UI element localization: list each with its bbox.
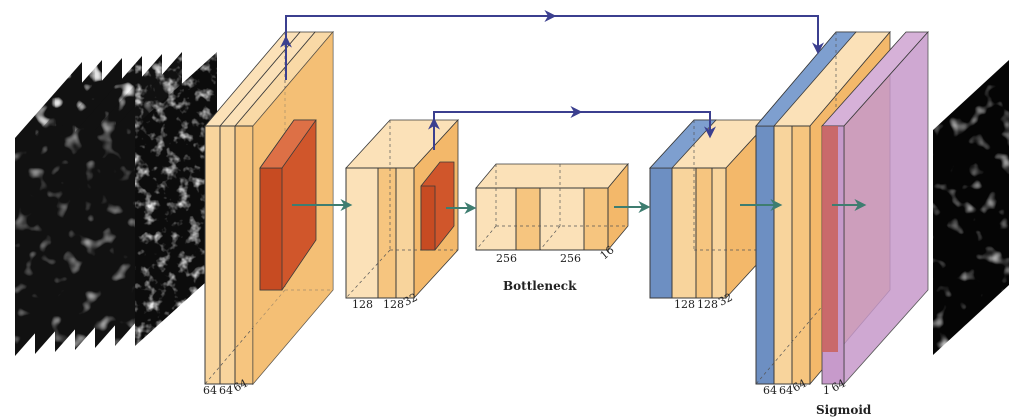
decoder-block-1 — [649, 118, 771, 300]
encoder-1-labels: 64 64 64 — [203, 377, 250, 397]
decoder-2-labels: 64 64 64 — [763, 377, 809, 397]
encoder-2-labels: 128 128 32 — [352, 291, 420, 311]
bottleneck-title: Bottleneck — [503, 279, 577, 293]
bottleneck-label-b: 256 — [560, 252, 581, 265]
encoder-1-label-a: 64 — [203, 384, 217, 397]
bottleneck-block — [475, 162, 629, 252]
sigmoid-output-layer — [821, 30, 929, 386]
decoder-2-label-a: 64 — [763, 384, 777, 397]
decoder-1-label-b: 128 — [697, 298, 718, 311]
decoder-2-label-c: 64 — [790, 377, 808, 395]
encoder-2-label-b: 128 — [383, 298, 404, 311]
receptive-field-patch — [420, 161, 455, 251]
skip-connection-2 — [428, 106, 716, 150]
input-image-stack — [15, 52, 217, 356]
decoder-1-label-c: 32 — [716, 291, 734, 309]
bottleneck-label-a: 256 — [496, 252, 517, 265]
input-slice-front — [135, 52, 217, 346]
receptive-field-patch — [259, 119, 317, 291]
decoder-1-labels: 128 128 32 — [674, 291, 735, 311]
encoder-1-label-c: 64 — [231, 377, 249, 395]
output-label-a: 1 — [823, 384, 830, 397]
decoder-2-label-b: 64 — [779, 384, 793, 397]
encoder-2-label-a: 128 — [352, 298, 373, 311]
decoder-1-label-a: 128 — [674, 298, 695, 311]
skip-connection-1 — [280, 10, 824, 80]
sigmoid-title: Sigmoid — [816, 403, 872, 417]
encoder-2-label-c: 32 — [401, 291, 419, 309]
output-image — [933, 60, 1009, 355]
output-label-b: 64 — [829, 377, 847, 395]
encoder-1-label-b: 64 — [219, 384, 233, 397]
encoder-block-2 — [345, 118, 459, 300]
encoder-block-1 — [204, 30, 334, 386]
forward-flow-arrows — [292, 199, 867, 214]
bottleneck-labels: 256 256 16 Bottleneck — [496, 243, 617, 293]
output-labels: 1 64 Sigmoid — [816, 377, 872, 417]
